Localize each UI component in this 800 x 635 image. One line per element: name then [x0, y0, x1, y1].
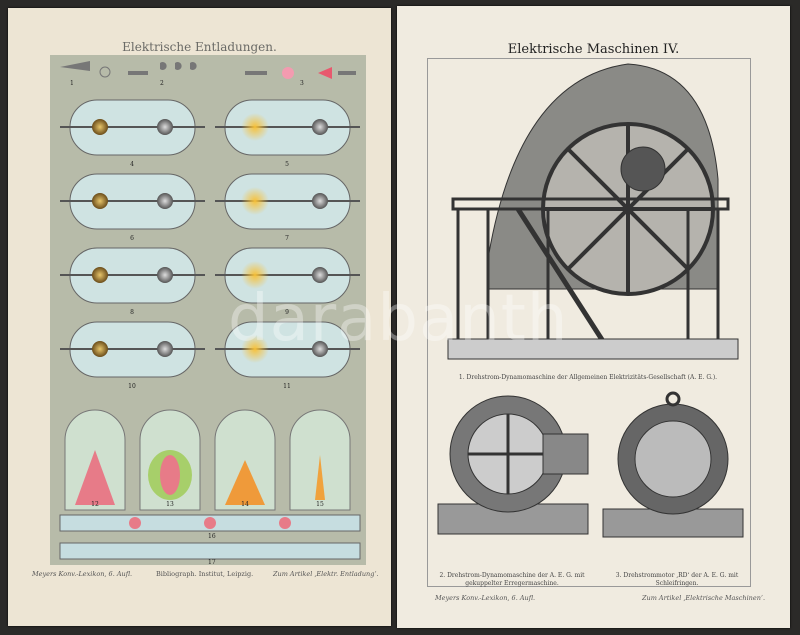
electrode-ball — [157, 267, 173, 283]
figure-number: 4 — [130, 161, 134, 168]
electrode-ball — [92, 341, 108, 357]
figure-number: 6 — [130, 235, 134, 242]
large-dynamo-engraving — [447, 63, 739, 360]
electrode-ball — [241, 261, 269, 289]
electrode-ball — [92, 267, 108, 283]
electrode-ball — [241, 335, 269, 363]
discharge-tubes — [60, 99, 360, 378]
machines-plate — [427, 58, 751, 587]
caption-figure-3-line-1: 3. Drehstrommotor ‚RD‘ der A. E. G. mit — [615, 572, 739, 579]
caption-figure-2-line-2: gekuppelter Erregermaschine. — [465, 580, 559, 587]
figure-number: 11 — [283, 383, 291, 390]
left-footer-article: Zum Artikel ‚Elektr. Entladung‘. — [273, 570, 379, 578]
electrode-ball — [312, 193, 328, 209]
figure-number: 13 — [166, 501, 174, 508]
left-footer-institute: Bibliograph. Institut, Leipzig. — [156, 570, 254, 578]
electrode-ball — [92, 193, 108, 209]
caption-figure-1: 1. Drehstrom-Dynamomaschine der Allgemei… — [458, 374, 718, 381]
figure-row-1 — [60, 61, 356, 79]
electrode-ball — [312, 267, 328, 283]
figure-number: 14 — [241, 501, 249, 508]
dynamo-with-exciter-engraving — [437, 395, 589, 535]
figure-number: 1 — [70, 80, 74, 87]
electrode-ball — [92, 119, 108, 135]
long-tubes — [59, 514, 361, 560]
figure-number: 16 — [208, 533, 216, 540]
electrode-ball — [312, 119, 328, 135]
electrode-ball — [241, 113, 269, 141]
right-footer-article: Zum Artikel ‚Elektrische Maschinen‘. — [642, 594, 766, 602]
figure-number: 15 — [316, 501, 324, 508]
figure-number: 8 — [130, 309, 134, 316]
figure-number: 7 — [285, 235, 289, 242]
figure-number: 5 — [285, 161, 289, 168]
caption-figure-3-line-2: Schleifringen. — [655, 580, 699, 587]
figure-number: 9 — [285, 309, 289, 316]
slip-ring-motor-engraving — [602, 391, 744, 538]
electrode-ball — [157, 341, 173, 357]
electrode-ball — [241, 187, 269, 215]
figure-number: 3 — [300, 80, 304, 87]
left-print-page: Elektrische Entladungen. — [8, 8, 391, 626]
figure-number: 12 — [91, 501, 99, 508]
electrode-ball — [157, 119, 173, 135]
left-footer-publisher: Meyers Konv.-Lexikon, 6. Aufl. — [32, 570, 133, 578]
right-print-page: Elektrische Maschinen IV. — [397, 6, 790, 628]
left-page-title: Elektrische Entladungen. — [122, 40, 277, 54]
bell-jars — [64, 409, 351, 511]
figure-number: 2 — [160, 80, 164, 87]
right-footer-publisher: Meyers Konv.-Lexikon, 6. Aufl. — [435, 594, 536, 602]
right-page-title: Elektrische Maschinen IV. — [507, 42, 680, 57]
electrode-ball — [312, 341, 328, 357]
electrode-ball — [157, 193, 173, 209]
figure-number: 17 — [208, 559, 216, 565]
caption-figure-2-line-1: 2. Drehstrom-Dynamomaschine der A. E. G.… — [439, 572, 585, 579]
figure-number: 10 — [128, 383, 136, 390]
machine-engravings — [437, 63, 744, 538]
